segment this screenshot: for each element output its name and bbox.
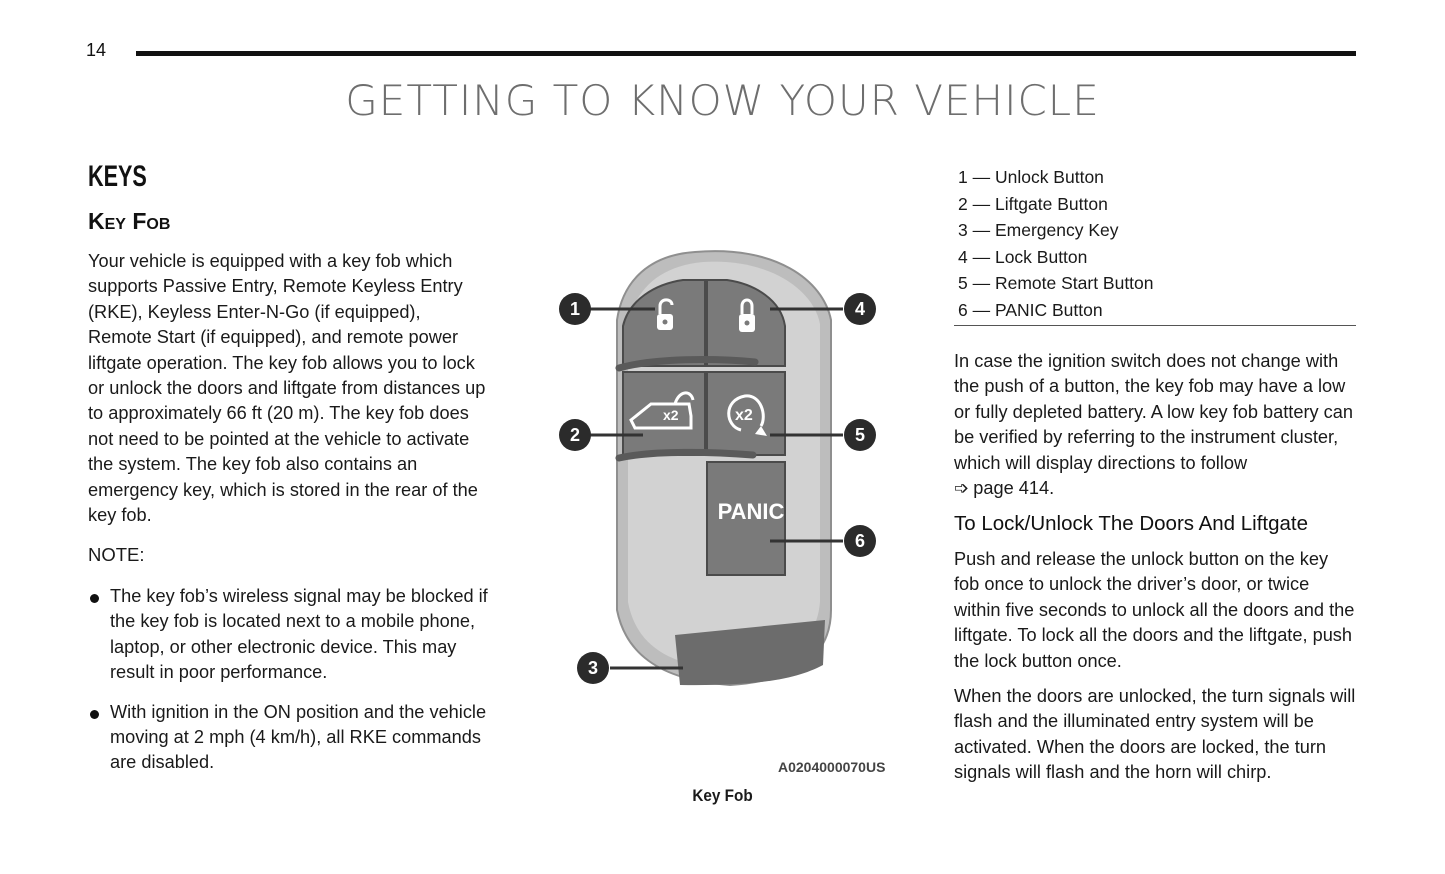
- legend-item: 6 — PANIC Button: [958, 299, 1103, 320]
- unlock-icon: [657, 298, 674, 330]
- figure-caption: Key Fob: [692, 786, 753, 805]
- key-fob-svg: x2 x2 PANIC 1 4 2 5: [559, 250, 876, 687]
- callout-2-label: 2: [570, 425, 580, 445]
- callout-6-label: 6: [855, 531, 865, 551]
- bullet-icon: [90, 709, 99, 719]
- remote-start-icon: x2: [727, 394, 767, 436]
- note-text: The key fob’s wireless signal may be blo…: [110, 586, 488, 683]
- legend-item: 4 — Lock Button: [958, 246, 1088, 267]
- battery-paragraph: In case the ignition switch does not cha…: [954, 349, 1356, 501]
- legend-item: 1 — Unlock Button: [958, 167, 1104, 187]
- callout-4-label: 4: [855, 299, 865, 319]
- bullet-icon: [90, 594, 99, 603]
- callout-3-label: 3: [588, 658, 598, 678]
- intro-paragraph: Your vehicle is equipped with a key fob …: [88, 251, 486, 526]
- callout-2: [559, 419, 591, 451]
- lock-icon: [739, 298, 755, 332]
- figure-legend: 1 — Unlock Button 2 — Liftgate Button 3 …: [958, 164, 1356, 324]
- callout-3: [577, 652, 609, 684]
- legend-item: 3 — Emergency Key: [958, 220, 1119, 241]
- note-text: With ignition in the ON position and the…: [110, 701, 487, 773]
- legend-item: 2 — Liftgate Button: [958, 193, 1108, 214]
- lock-heading: To Lock/Unlock The Doors And Liftgate: [954, 512, 1309, 535]
- page-arrow-icon: ➩: [954, 478, 970, 499]
- sub-heading: Key Fob: [88, 208, 171, 234]
- legend-rule: [954, 325, 1356, 326]
- page-number: 14: [86, 40, 107, 60]
- figure-code: A0204000070US: [778, 759, 886, 775]
- callout-5-label: 5: [855, 425, 865, 445]
- header-rule: [136, 51, 1356, 56]
- emergency-key: [675, 620, 825, 686]
- remote-start-label: x2: [735, 407, 753, 424]
- note-list: The key fob’s wireless signal may be blo…: [88, 584, 493, 790]
- panic-label: PANIC: [718, 499, 785, 524]
- liftgate-label: x2: [663, 407, 679, 423]
- page-reference-link[interactable]: page 414.: [973, 478, 1055, 499]
- panic-button: [706, 461, 786, 576]
- callout-4: [844, 293, 876, 325]
- liftgate-icon: x2: [629, 391, 695, 430]
- callout-6: [844, 525, 876, 557]
- battery-text: In case the ignition switch does not cha…: [954, 351, 1354, 473]
- note-item: The key fob’s wireless signal may be blo…: [88, 584, 493, 686]
- note-label: NOTE:: [88, 544, 145, 565]
- callout-5: [844, 419, 876, 451]
- key-fob-illustration: x2 x2 PANIC 1 4 2 5: [555, 240, 895, 710]
- section-heading: KEYS: [88, 160, 147, 193]
- chapter-title: GETTING TO KNOW YOUR VEHICLE: [345, 76, 1100, 125]
- lock-paragraph: Push and release the unlock button on th…: [954, 549, 1355, 671]
- legend-item: 5 — Remote Start Button: [958, 273, 1154, 294]
- note-item: With ignition in the ON position and the…: [88, 700, 493, 776]
- callout-1: [559, 293, 591, 325]
- callout-1-label: 1: [570, 299, 580, 319]
- signal-paragraph: When the doors are unlocked, the turn si…: [954, 686, 1356, 783]
